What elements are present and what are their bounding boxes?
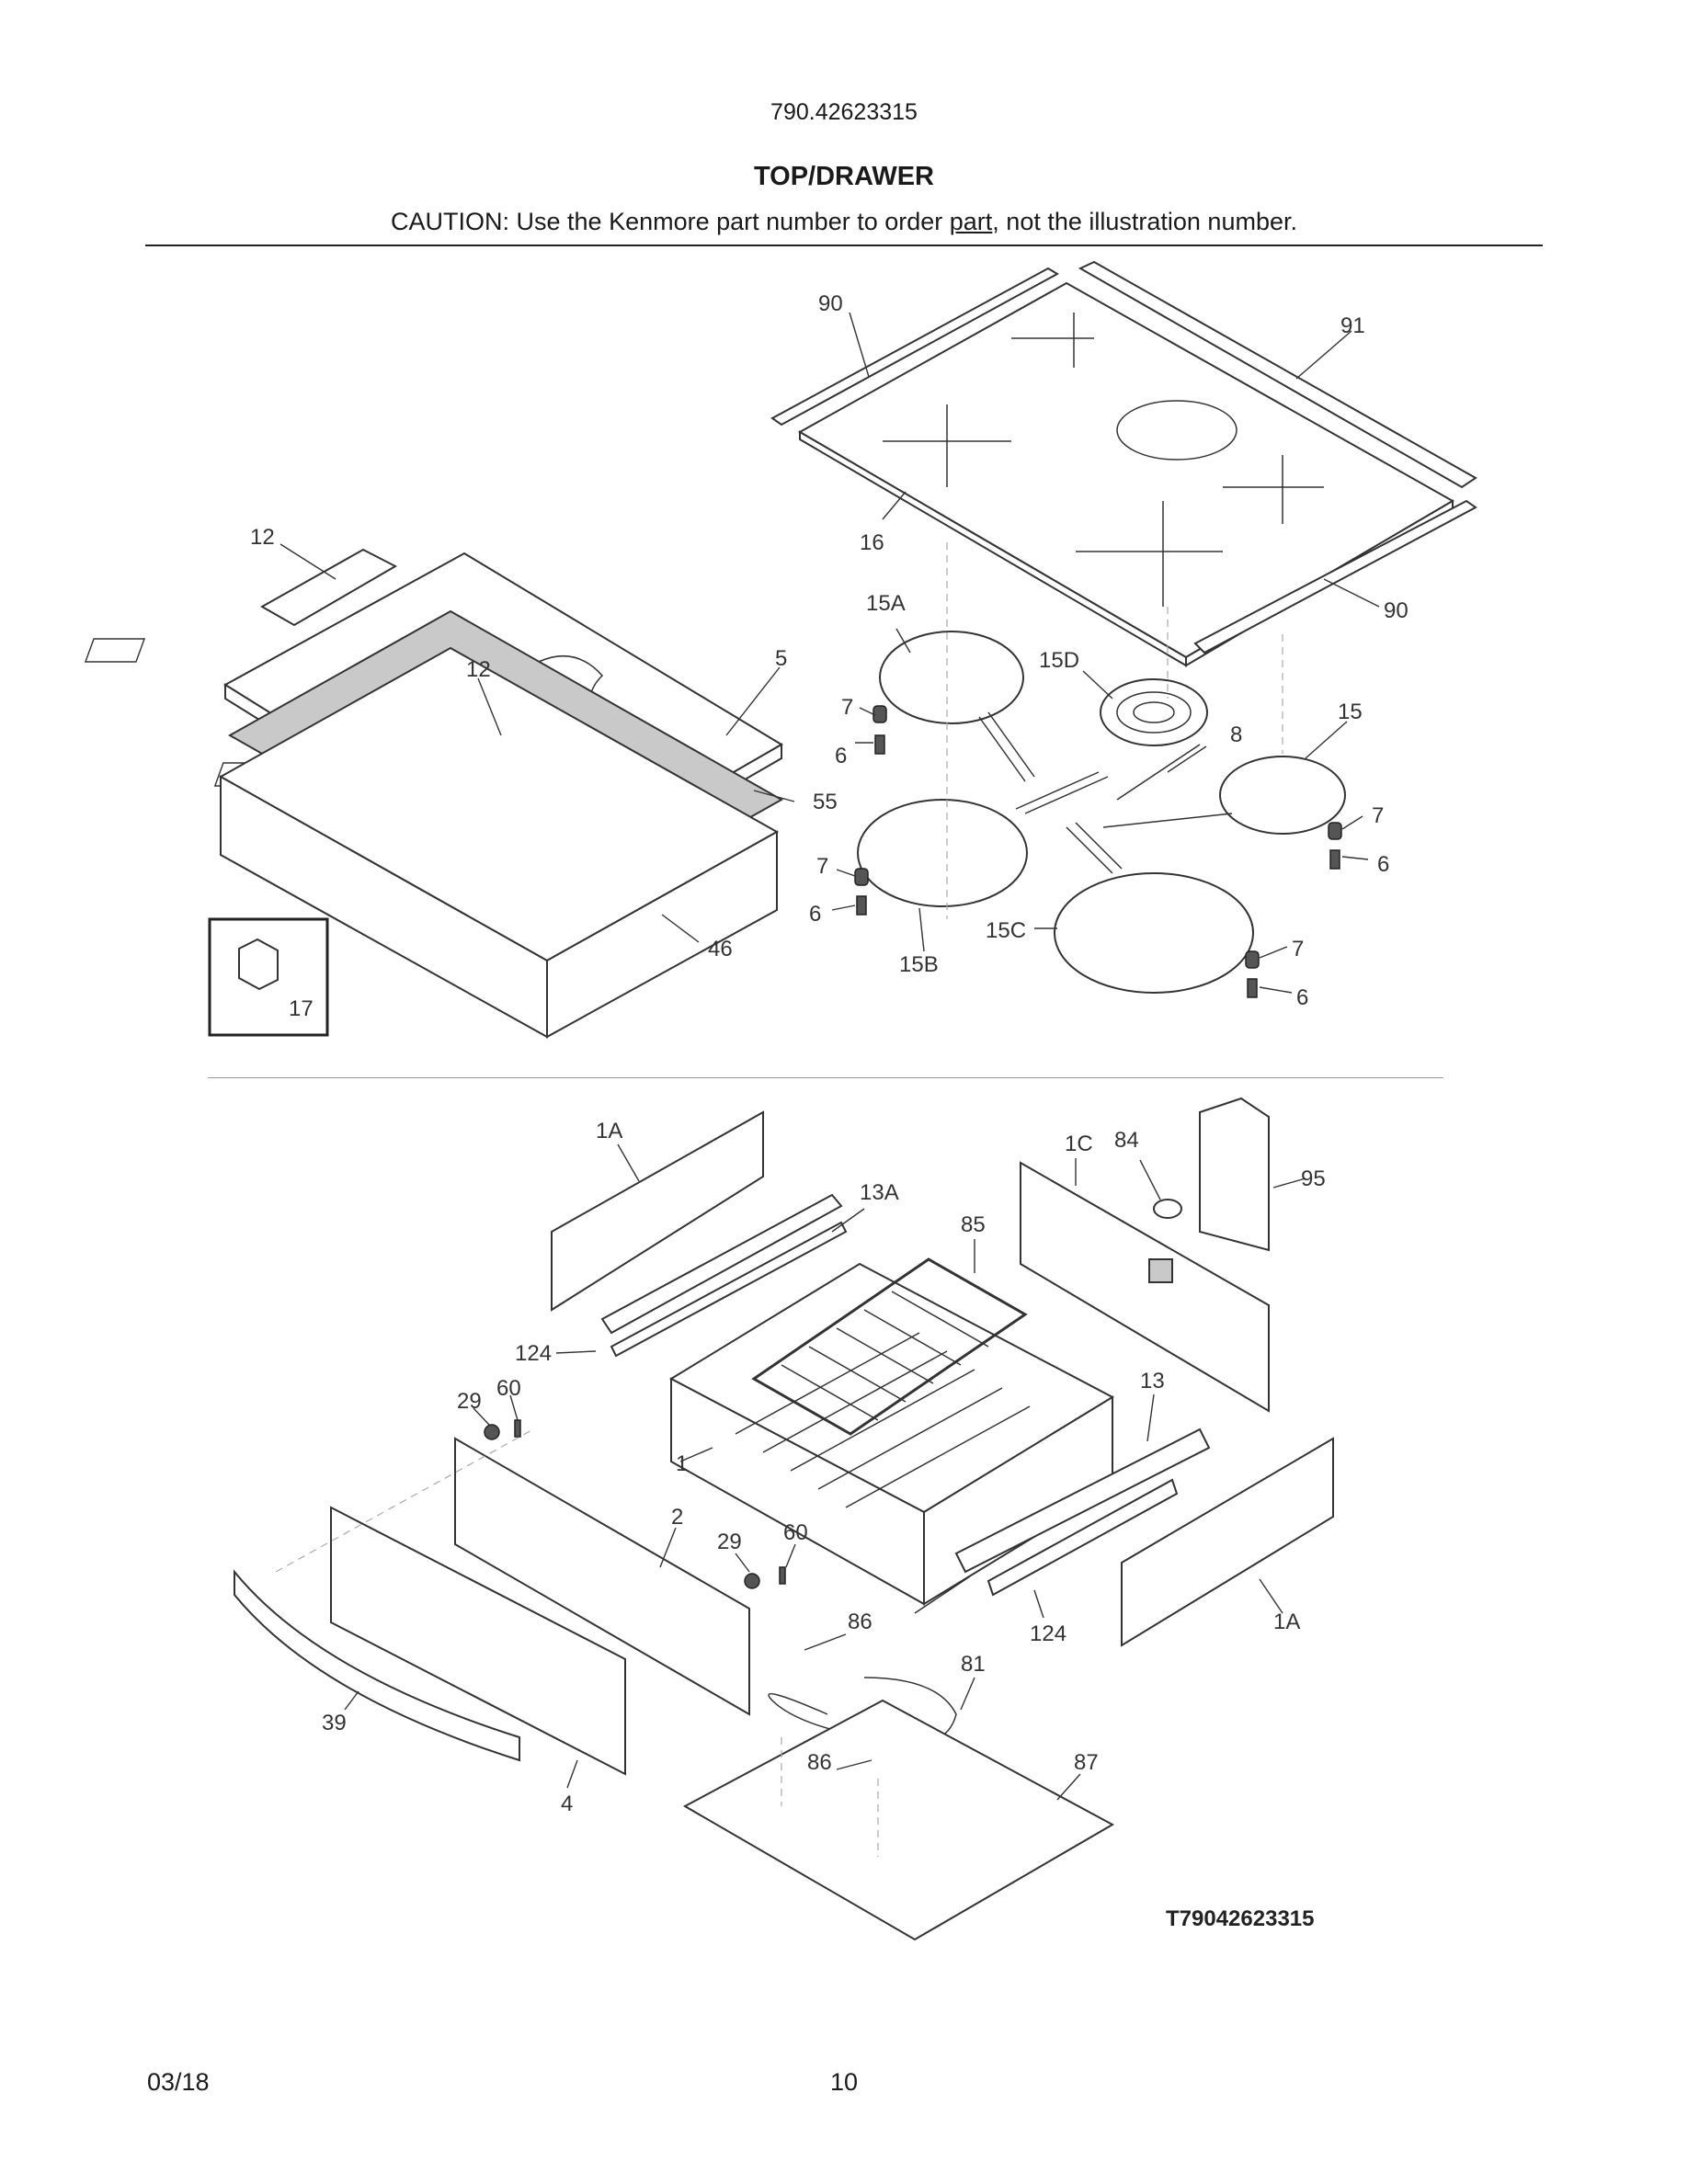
- label-7-d: 7: [1292, 937, 1304, 961]
- label-46: 46: [708, 937, 733, 961]
- label-16: 16: [860, 530, 884, 555]
- slide-part-13: [954, 1428, 1211, 1574]
- label-39: 39: [322, 1711, 347, 1735]
- footer-page-number: 10: [829, 2068, 859, 2096]
- rack-part-85: [751, 1257, 1028, 1436]
- drawing-code: T79042623315: [1166, 1906, 1314, 1931]
- slide-part-124-right: [987, 1478, 1179, 1597]
- spring-part-7-d: [1245, 950, 1260, 969]
- label-7-b: 7: [816, 854, 828, 879]
- inner-panel-part-2: [454, 1437, 750, 1716]
- side-panel-part-1A-right: [1121, 1437, 1334, 1647]
- label-90-lower: 90: [1384, 598, 1409, 623]
- label-6-a: 6: [835, 744, 847, 768]
- trim-part-90-upper: [770, 267, 1060, 427]
- slide-part-13A: [600, 1193, 843, 1335]
- label-81: 81: [961, 1652, 986, 1677]
- screw-part-60-right: [779, 1566, 786, 1585]
- label-60-right: 60: [783, 1520, 808, 1545]
- screw-part-60-left: [514, 1419, 521, 1438]
- label-55: 55: [813, 790, 838, 814]
- label-12-center: 12: [466, 657, 491, 682]
- tray-part-87: [682, 1699, 1115, 1941]
- label-15: 15: [1338, 700, 1363, 724]
- spring-part-7-a: [873, 705, 887, 723]
- slide-part-124-left: [610, 1221, 848, 1358]
- label-8: 8: [1230, 722, 1242, 747]
- label-17: 17: [289, 996, 314, 1021]
- side-panel-part-1A-left: [551, 1110, 764, 1312]
- lower-box-part-46: [218, 646, 780, 1039]
- component-part-84: [1153, 1199, 1182, 1219]
- cover-part-95: [1199, 1097, 1270, 1252]
- label-91: 91: [1340, 313, 1365, 338]
- spring-part-7-c: [1328, 822, 1342, 840]
- label-12-left: 12: [250, 525, 275, 550]
- element-part-15D: [1100, 678, 1208, 746]
- element-part-15C: [1054, 872, 1254, 994]
- vent-grille: [1148, 1258, 1173, 1283]
- trim-part-91: [1078, 260, 1477, 489]
- footer-date: 03/18: [147, 2068, 210, 2096]
- label-90-upper: 90: [818, 291, 843, 316]
- spring-part-7-b: [854, 868, 869, 886]
- label-1: 1: [676, 1451, 688, 1476]
- label-1A-left: 1A: [596, 1119, 622, 1143]
- screw-part-6-d: [1247, 978, 1258, 998]
- bracket-part-12: [259, 548, 398, 627]
- label-86-upper: 86: [848, 1610, 873, 1634]
- trim-part-90-lower: [1193, 499, 1477, 654]
- label-15C: 15C: [986, 918, 1026, 943]
- label-124-right: 124: [1030, 1621, 1066, 1646]
- label-6-b: 6: [809, 902, 821, 927]
- caution-note: CAUTION: Use the Kenmore part number to …: [0, 208, 1688, 236]
- label-95: 95: [1301, 1166, 1326, 1191]
- label-2: 2: [671, 1505, 683, 1530]
- handle-part-39: [234, 1569, 520, 1762]
- label-6-c: 6: [1377, 852, 1389, 877]
- element-part-15B: [857, 799, 1028, 907]
- label-7-a: 7: [841, 695, 853, 720]
- screw-part-6-b: [856, 895, 867, 916]
- element-part-15A: [879, 631, 1024, 724]
- label-124-left: 124: [515, 1341, 552, 1366]
- label-13A: 13A: [860, 1180, 899, 1205]
- label-29-right: 29: [717, 1530, 742, 1554]
- label-1C: 1C: [1065, 1132, 1093, 1156]
- label-15A: 15A: [866, 591, 906, 616]
- back-panel-part-1C: [1020, 1161, 1270, 1413]
- label-13: 13: [1140, 1369, 1165, 1393]
- clip-part-17: [238, 938, 279, 991]
- caution-link: part: [949, 208, 993, 235]
- caution-suffix: , not the illustration number.: [992, 208, 1297, 235]
- label-6-d: 6: [1296, 985, 1308, 1010]
- label-5: 5: [775, 646, 787, 671]
- header-divider: [145, 245, 1543, 246]
- label-84: 84: [1114, 1128, 1139, 1153]
- label-15B: 15B: [899, 952, 939, 977]
- knob-part-29-left: [484, 1424, 500, 1440]
- screw-part-6-a: [874, 734, 885, 755]
- label-29-left: 29: [457, 1389, 482, 1414]
- label-86-lower: 86: [807, 1750, 832, 1775]
- model-number: 790.42623315: [770, 99, 918, 125]
- element-part-15: [1219, 756, 1346, 835]
- label-4: 4: [561, 1792, 573, 1816]
- screw-part-6-c: [1329, 849, 1340, 870]
- label-60-left: 60: [496, 1376, 521, 1401]
- section-title: TOP/DRAWER: [753, 162, 935, 191]
- caution-prefix: CAUTION: Use the Kenmore part number to …: [391, 208, 950, 235]
- label-7-c: 7: [1372, 803, 1384, 828]
- label-85: 85: [961, 1212, 986, 1237]
- label-15D: 15D: [1039, 648, 1079, 673]
- label-87: 87: [1074, 1750, 1099, 1775]
- label-1A-right: 1A: [1273, 1610, 1300, 1634]
- knob-part-29-right: [744, 1573, 760, 1589]
- front-panel-part-4: [330, 1506, 626, 1776]
- section-divider: [208, 1077, 1443, 1078]
